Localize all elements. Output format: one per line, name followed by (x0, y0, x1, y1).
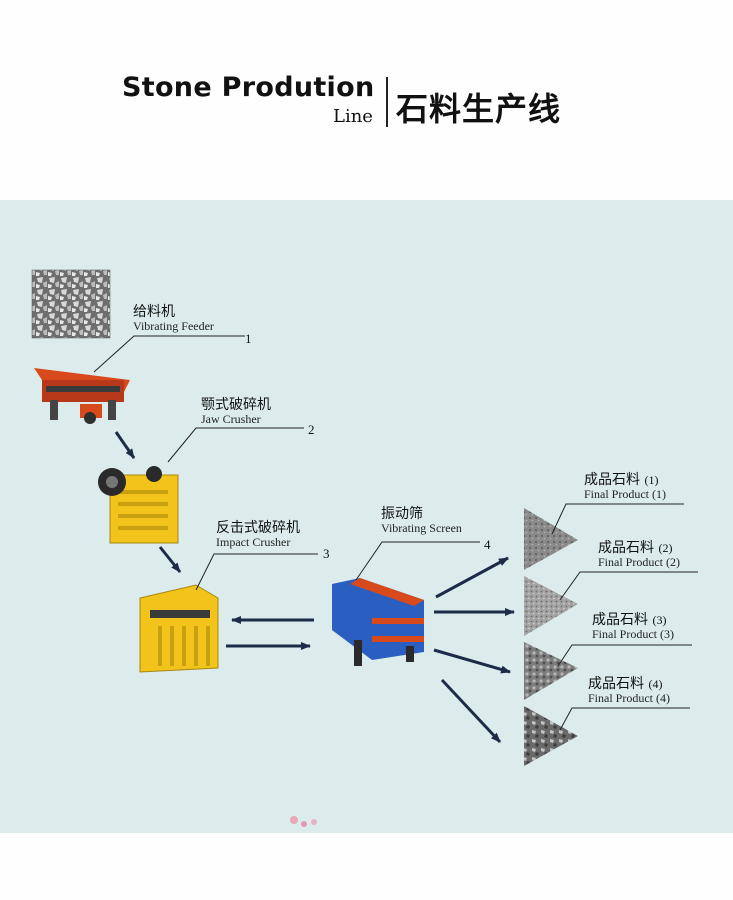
impact-crusher-machine (139, 584, 219, 673)
arrow-to-product-3 (433, 648, 511, 674)
product-leader-4 (559, 707, 690, 731)
final-product-4-pile (524, 706, 578, 766)
title-separator (386, 77, 388, 127)
step-4-label: 振动筛 Vibrating Screen (381, 506, 462, 536)
step-3-label: 反击式破碎机 Impact Crusher (216, 520, 300, 550)
product-leader-2 (559, 571, 698, 601)
product-4-label: 成品石料 (4) Final Product (4) (588, 676, 670, 706)
arrow-jaw-to-impact (158, 546, 182, 573)
final-product-2-pile (524, 576, 578, 636)
raw-stone-image (31, 269, 111, 339)
final-product-1-pile (524, 508, 578, 570)
arrow-to-product-4 (440, 678, 502, 744)
arrow-feeder-to-jaw (114, 431, 136, 459)
step-3-number: 3 (323, 546, 330, 561)
step-2-label: 颚式破碎机 Jaw Crusher (201, 397, 271, 427)
title-chinese: 石料生产线 (396, 90, 562, 128)
step-1-number: 1 (245, 331, 252, 346)
step-4-number: 4 (484, 537, 491, 552)
step-1-label: 给料机 Vibrating Feeder (133, 304, 214, 334)
title-english: Stone Prodution (122, 72, 375, 103)
header: Stone Prodution Line 石料生产线 (0, 0, 733, 200)
product-leader-3 (557, 644, 692, 667)
jaw-crusher-machine (98, 466, 179, 544)
final-product-3-pile (524, 642, 578, 700)
arrow-to-product-1 (435, 556, 509, 599)
product-3-label: 成品石料 (3) Final Product (3) (592, 612, 674, 642)
leader-line-1 (93, 335, 245, 373)
leader-line-4 (355, 541, 480, 581)
leader-line-3 (195, 553, 318, 591)
decorative-marks (290, 816, 317, 827)
leader-line-2 (167, 427, 304, 463)
product-leader-1 (551, 503, 684, 535)
title-english-line2: Line (333, 106, 373, 127)
product-1-label: 成品石料 (1) Final Product (1) (584, 472, 666, 502)
vibrating-screen-machine (332, 578, 424, 666)
vibrating-feeder-machine (34, 368, 130, 424)
product-2-label: 成品石料 (2) Final Product (2) (598, 540, 680, 570)
step-2-number: 2 (308, 422, 315, 437)
